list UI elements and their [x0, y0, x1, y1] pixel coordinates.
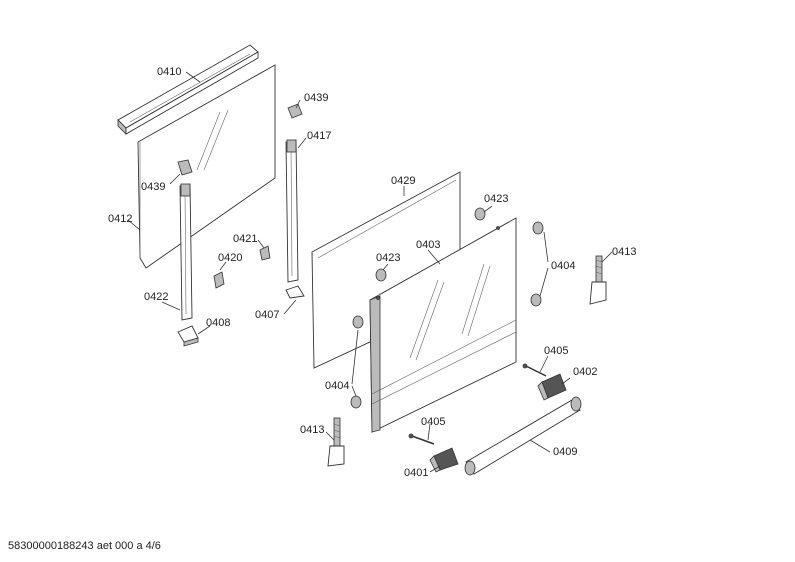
part-0417-right-rail [285, 139, 299, 283]
part-0404-spacer-c [532, 221, 544, 235]
part-0439-clip-right [287, 103, 303, 119]
label-0423-middle: 0423 [376, 252, 400, 264]
part-0408-bracket [177, 325, 199, 347]
part-0423-spacer-a [474, 207, 486, 221]
label-0421: 0421 [233, 233, 257, 245]
label-0429: 0429 [391, 175, 415, 187]
label-0417: 0417 [307, 130, 331, 142]
part-0403-outer-door [369, 217, 517, 433]
part-0420-clip [213, 271, 225, 289]
label-0420: 0420 [218, 252, 242, 264]
part-0401-end-cap [429, 447, 459, 473]
label-0403: 0403 [416, 239, 440, 251]
part-0410-trim-bar [117, 44, 259, 135]
part-0404-spacer-f [350, 395, 362, 409]
label-0402: 0402 [573, 366, 597, 378]
part-0404-spacer-d [530, 293, 542, 307]
part-0423-spacer-b [375, 268, 387, 282]
label-0404-right: 0404 [551, 260, 575, 272]
part-0413-hinge-right [589, 255, 607, 305]
label-0439-right: 0439 [304, 92, 328, 104]
part-0405-screw-right [522, 363, 547, 377]
document-footer-id: 58300000188243 aet 000 a 4/6 [8, 540, 161, 552]
part-0413-hinge-left [327, 417, 345, 467]
part-0439-clip-left [177, 159, 193, 176]
label-0404-left: 0404 [325, 380, 349, 392]
label-0408: 0408 [206, 317, 230, 329]
label-0412: 0412 [108, 213, 132, 225]
part-0402-end-cap [537, 373, 567, 401]
label-0413-right: 0413 [612, 246, 636, 258]
label-0401: 0401 [404, 467, 428, 479]
part-0412-glass-panel [137, 64, 276, 269]
part-0405-screw-left [408, 433, 435, 445]
label-0422: 0422 [144, 291, 168, 303]
label-0439-left: 0439 [141, 181, 165, 193]
label-0405-left: 0405 [421, 416, 445, 428]
label-0405-right: 0405 [544, 345, 568, 357]
label-0409: 0409 [553, 446, 577, 458]
part-0409-handle-bar [464, 396, 582, 476]
label-0423-top: 0423 [484, 193, 508, 205]
part-0404-spacer-e [352, 315, 364, 329]
label-0413-left: 0413 [300, 424, 324, 436]
label-0410: 0410 [157, 66, 181, 78]
label-0407: 0407 [255, 309, 279, 321]
part-0407-bracket [285, 285, 305, 299]
part-0421-clip [259, 245, 271, 261]
part-0422-left-rail [179, 183, 193, 321]
